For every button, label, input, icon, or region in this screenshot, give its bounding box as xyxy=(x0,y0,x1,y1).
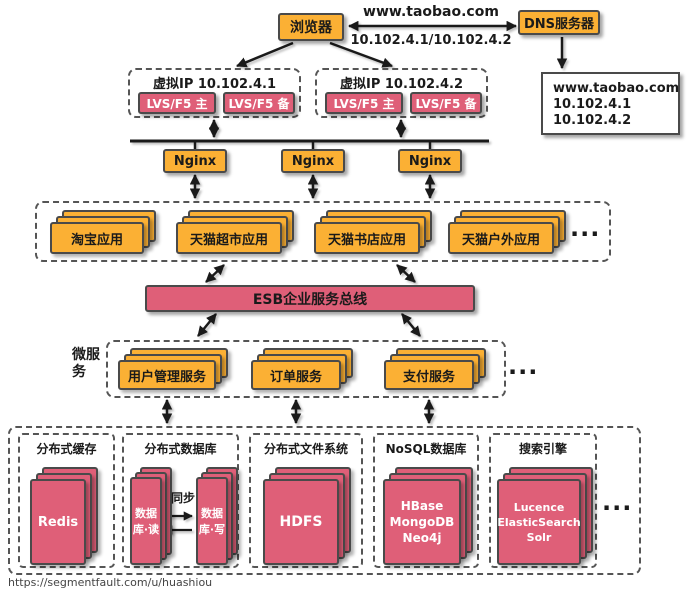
app-stack-label: 天猫书店应用 xyxy=(314,222,420,254)
dns-record-domain: www.taobao.com xyxy=(553,81,680,96)
microservice-stack-user: 用户管理服务 xyxy=(118,348,228,390)
footer-link: https://segmentfault.com/u/huashiou xyxy=(8,576,213,589)
dns-server-node: DNS服务器 xyxy=(518,10,600,35)
esb-micro-left-arrow xyxy=(197,313,217,337)
lvs-primary-node: LVS/F5 主 xyxy=(325,92,403,114)
vip-group-2: 虚拟IP 10.102.4.2 LVS/F5 主 LVS/F5 备 xyxy=(315,68,488,118)
nginx-node-3: Nginx xyxy=(398,149,462,173)
section-title: 搜索引擎 xyxy=(518,442,567,456)
storage-section-cache: 分布式缓存 Redis xyxy=(18,433,115,568)
resolved-ips-label: 10.102.4.1/10.102.4.2 xyxy=(350,33,512,48)
app-stack-tmall-market: 天猫超市应用 xyxy=(176,210,294,254)
domain-label: www.taobao.com xyxy=(363,4,499,20)
hdfs-stack: HDFS xyxy=(263,467,351,565)
lvs-primary-node: LVS/F5 主 xyxy=(138,92,216,114)
vip-group-1: 虚拟IP 10.102.4.1 LVS/F5 主 LVS/F5 备 xyxy=(128,68,301,118)
storage-stack-label: HBase MongoDB Neo4j xyxy=(383,479,461,565)
application-layer xyxy=(35,201,611,262)
apps-esb-right-arrow xyxy=(396,264,416,283)
app-stack-taobao: 淘宝应用 xyxy=(50,210,156,254)
microservices-layer xyxy=(106,340,506,398)
microservice-label: 订单服务 xyxy=(251,360,341,390)
app-stack-label: 天猫户外应用 xyxy=(448,222,554,254)
browser-node: 浏览器 xyxy=(278,13,344,41)
db-read-label: 数据库·读 xyxy=(130,477,162,565)
storage-section-nosql: NoSQL数据库 HBase MongoDB Neo4j xyxy=(373,433,479,568)
micro-more-ellipsis: ... xyxy=(508,352,539,380)
storage-layer xyxy=(8,426,641,575)
app-stack-tmall-outdoor: 天猫户外应用 xyxy=(448,210,566,254)
esb-bus: ESB企业服务总线 xyxy=(145,285,475,312)
storage-stack-label: Redis xyxy=(30,479,86,565)
microservice-label: 支付服务 xyxy=(384,360,474,390)
search-stack: Lucence ElasticSearch Solr xyxy=(497,467,593,565)
section-title: 分布式文件系统 xyxy=(263,442,348,456)
storage-section-database: 分布式数据库 数据库·读 数据库·写 同步 xyxy=(122,433,239,568)
app-stack-label: 天猫超市应用 xyxy=(176,222,282,254)
nginx-node-1: Nginx xyxy=(163,149,227,173)
storage-more-ellipsis: ... xyxy=(602,488,633,516)
microservice-stack-payment: 支付服务 xyxy=(384,348,486,390)
apps-esb-left-arrow xyxy=(205,264,225,283)
vip-group-1-title: 虚拟IP 10.102.4.1 xyxy=(152,77,277,92)
redis-stack: Redis xyxy=(30,467,98,565)
microservice-label: 用户管理服务 xyxy=(118,360,216,390)
nosql-stack: HBase MongoDB Neo4j xyxy=(383,467,473,565)
nginx-node-2: Nginx xyxy=(281,149,345,173)
lvs-backup-node: LVS/F5 备 xyxy=(223,92,295,114)
db-sync-label: 同步 xyxy=(170,491,195,505)
lvs-backup-node: LVS/F5 备 xyxy=(410,92,482,114)
dns-record-ip2: 10.102.4.2 xyxy=(553,113,632,128)
apps-more-ellipsis: ... xyxy=(570,214,601,242)
section-title: NoSQL数据库 xyxy=(385,442,467,456)
app-stack-label: 淘宝应用 xyxy=(50,222,144,254)
storage-stack-label: Lucence ElasticSearch Solr xyxy=(497,479,581,565)
microservices-side-label: 微服务 xyxy=(72,347,100,380)
vip-group-2-title: 虚拟IP 10.102.4.2 xyxy=(339,77,464,92)
storage-section-search: 搜索引擎 Lucence ElasticSearch Solr xyxy=(489,433,597,568)
db-write-stack: 数据库·写 xyxy=(196,467,238,565)
dns-record-box: www.taobao.com 10.102.4.1 10.102.4.2 xyxy=(541,72,680,135)
section-title: 分布式数据库 xyxy=(144,442,217,456)
esb-micro-right-arrow xyxy=(401,313,421,337)
db-write-label: 数据库·写 xyxy=(196,477,228,565)
microservice-stack-order: 订单服务 xyxy=(251,348,353,390)
storage-stack-label: HDFS xyxy=(263,479,339,565)
db-read-stack: 数据库·读 xyxy=(130,467,172,565)
section-title: 分布式缓存 xyxy=(36,442,97,456)
browser-vip1-arrow xyxy=(236,41,294,68)
app-stack-tmall-books: 天猫书店应用 xyxy=(314,210,432,254)
dns-record-ip1: 10.102.4.1 xyxy=(553,97,632,112)
storage-section-files: 分布式文件系统 HDFS xyxy=(249,433,363,568)
